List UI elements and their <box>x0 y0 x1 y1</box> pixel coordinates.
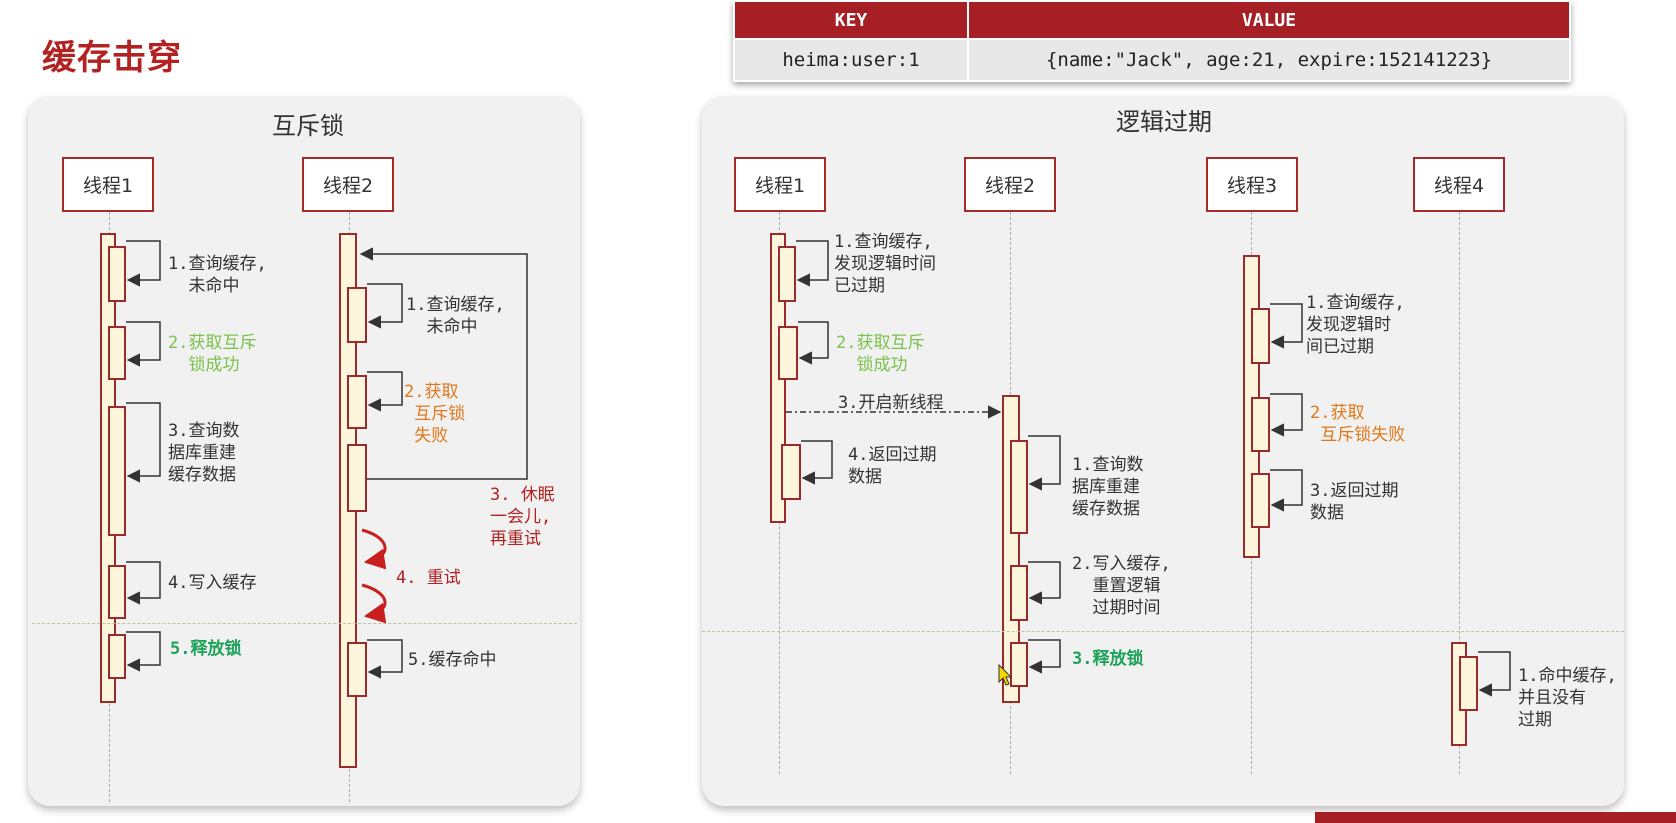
mutex-t1-step4 <box>108 565 126 619</box>
mutex-t1-step3 <box>108 406 126 536</box>
le-t4-step1 <box>1459 656 1478 711</box>
le-t2-step3 <box>1010 642 1028 687</box>
mutex-panel-title: 互斥锁 <box>272 112 344 140</box>
mutex-t1-note-3: 3.查询数 据库重建 缓存数据 <box>168 421 240 485</box>
le-t1-selfcall-2 <box>798 321 829 365</box>
mutex-t2-note-5: 5.缓存命中 <box>408 650 497 670</box>
le-t3-step1 <box>1251 308 1270 364</box>
key-cell: heima:user:1 <box>733 38 969 82</box>
retry-curl-2 <box>361 583 387 624</box>
le-thread-3: 线程3 <box>1206 157 1298 212</box>
mutex-t1-note-2: 2.获取互斥 锁成功 <box>168 333 257 375</box>
le-thread-4: 线程4 <box>1413 157 1505 212</box>
mutex-separator <box>32 623 577 624</box>
le-t3-selfcall-3 <box>1270 469 1303 512</box>
le-thread-1: 线程1 <box>734 157 826 212</box>
logical-expire-panel-title: 逻辑过期 <box>1116 108 1212 136</box>
mutex-t1-note-4: 4.写入缓存 <box>168 573 257 593</box>
mutex-t2-note-1: 1.查询缓存, 未命中 <box>406 295 505 337</box>
mutex-t2-selfcall-2 <box>367 371 403 412</box>
mutex-t1-step1 <box>108 246 126 302</box>
le-t3-step3 <box>1251 473 1270 528</box>
le-t2-selfcall-3 <box>1028 639 1061 674</box>
mouse-cursor-icon <box>998 663 1013 686</box>
le-t3-note-3: 3.返回过期 数据 <box>1310 481 1399 523</box>
le-t3-note-2: 2.获取 互斥锁失败 <box>1310 403 1406 445</box>
key-header: KEY <box>733 0 969 40</box>
page-title: 缓存击穿 <box>42 38 182 78</box>
mutex-thread-1: 线程1 <box>62 157 154 212</box>
mutex-t1-step2 <box>108 326 126 380</box>
mutex-t2-selfcall-1 <box>367 283 403 329</box>
mutex-t2-note-4: 4. 重试 <box>396 568 461 588</box>
le-t1-selfcall-1 <box>796 240 829 287</box>
mutex-t1-selfcall-3 <box>126 402 161 483</box>
le-thread-2: 线程2 <box>964 157 1056 212</box>
le-t2-step2 <box>1010 565 1028 621</box>
mutex-t1-selfcall-1 <box>126 240 161 287</box>
mutex-t2-step3 <box>347 444 367 512</box>
bottom-corner-decoration <box>1315 812 1676 823</box>
mutex-t2-step5 <box>347 642 367 697</box>
le-t1-note-2: 2.获取互斥 锁成功 <box>836 333 925 375</box>
mutex-t2-note-3: 3. 休眠 一会儿, 再重试 <box>490 485 555 549</box>
mutex-t2-selfcall-5 <box>367 639 403 679</box>
kv-table: KEY VALUE heima:user:1 {name:"Jack", age… <box>733 0 1571 82</box>
le-t3-note-1: 1.查询缓存, 发现逻辑时 间已过期 <box>1306 293 1405 357</box>
le-t1-note-1: 1.查询缓存, 发现逻辑时间 已过期 <box>834 232 936 296</box>
le-t1-step1 <box>778 246 796 302</box>
le-t1-note-4: 4.返回过期 数据 <box>848 445 937 487</box>
mutex-t1-selfcall-5 <box>126 631 161 672</box>
mutex-t1-note-1: 1.查询缓存, 未命中 <box>168 254 267 296</box>
le-t1-step4 <box>781 444 801 500</box>
le-t2-step1 <box>1010 440 1028 534</box>
le-t3-selfcall-1 <box>1270 303 1303 349</box>
le-t3-selfcall-2 <box>1270 393 1303 437</box>
mutex-t1-step5 <box>108 634 126 679</box>
le-t1-selfcall-4 <box>801 440 833 485</box>
value-header: VALUE <box>967 0 1571 40</box>
mutex-t1-selfcall-4 <box>126 561 161 605</box>
le-t4-note-1: 1.命中缓存, 并且没有 过期 <box>1518 666 1617 730</box>
mutex-t2-step1 <box>347 287 367 343</box>
le-t2-note-2: 2.写入缓存, 重置逻辑 过期时间 <box>1072 554 1171 618</box>
mutex-t1-selfcall-2 <box>126 321 161 367</box>
kv-data-row: heima:user:1 {name:"Jack", age:21, expir… <box>733 38 1571 82</box>
le-t2-note-3: 3.释放锁 <box>1072 649 1144 669</box>
le-t3-step2 <box>1251 397 1270 452</box>
retry-curl-1 <box>361 528 387 570</box>
kv-header-row: KEY VALUE <box>733 0 1571 40</box>
le-t1-step2 <box>778 326 798 380</box>
le-t2-note-1: 1.查询数 据库重建 缓存数据 <box>1072 455 1144 519</box>
mutex-t2-step2 <box>347 375 367 429</box>
mutex-t2-note-2: 2.获取 互斥锁 失败 <box>404 382 466 446</box>
value-cell: {name:"Jack", age:21, expire:152141223} <box>967 38 1571 82</box>
le-t1-note-3: 3.开启新线程 <box>838 393 944 413</box>
mutex-t1-note-5: 5.释放锁 <box>170 639 242 659</box>
le-t2-selfcall-1 <box>1028 435 1061 491</box>
le-t2-selfcall-2 <box>1028 561 1061 605</box>
le-lifeline-4 <box>1459 212 1460 774</box>
mutex-t2-loop-back <box>359 247 528 480</box>
mutex-thread-2: 线程2 <box>302 157 394 212</box>
le-t4-selfcall-1 <box>1478 651 1511 697</box>
le-separator <box>702 631 1624 632</box>
